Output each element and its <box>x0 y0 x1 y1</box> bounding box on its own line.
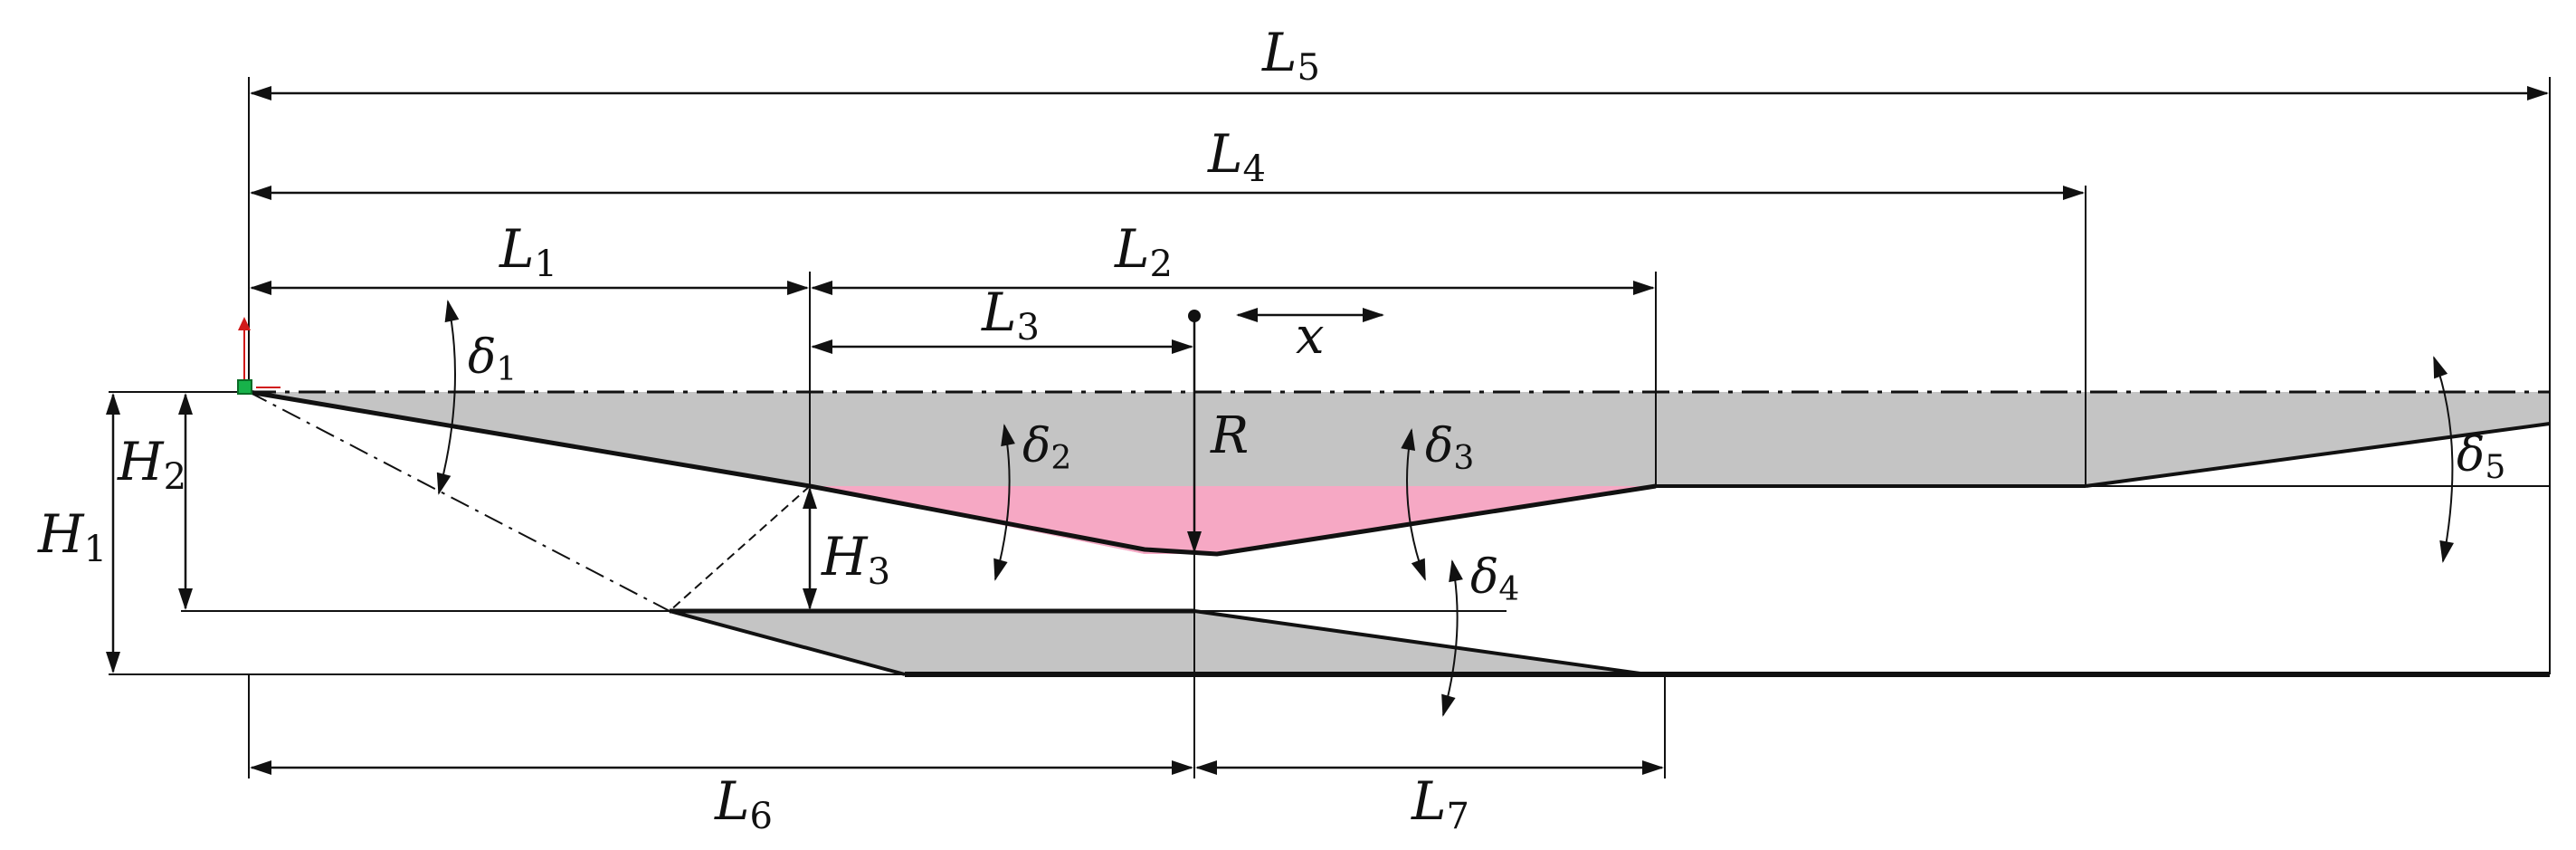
shock-line-2 <box>669 485 811 612</box>
origin-marker <box>237 379 252 395</box>
arc-delta4 <box>1441 559 1463 717</box>
arc-delta3 <box>1401 428 1426 581</box>
label-L7: L7 <box>1411 770 1469 837</box>
label-L5: L5 <box>1261 22 1320 89</box>
label-delta4: δ4 <box>1470 550 1519 608</box>
label-delta5: δ5 <box>2457 428 2505 486</box>
label-delta1: δ1 <box>468 330 517 388</box>
cowl-region <box>670 611 1647 674</box>
label-L3: L3 <box>981 282 1040 349</box>
cowl-lip-slant <box>669 609 906 676</box>
r-center-point <box>1188 310 1201 322</box>
compression-wedge-region <box>810 486 1656 554</box>
origin-y-arrowhead <box>238 317 251 330</box>
labels: L5 L4 L1 L2 L3 L6 L7 H1 H2 H3 δ1 δ2 δ3 δ… <box>37 22 2505 837</box>
label-H3: H3 <box>821 526 890 593</box>
arc-delta5 <box>2433 356 2455 563</box>
shock-line-1 <box>248 391 670 612</box>
arc-delta1 <box>436 300 460 495</box>
label-x: x <box>1296 307 1325 366</box>
arc-delta2 <box>993 424 1015 581</box>
label-L4: L4 <box>1207 123 1266 190</box>
dimension-lines <box>106 86 2549 775</box>
geometry-lines <box>109 77 2551 677</box>
cowl-inner-slant <box>1193 609 1648 676</box>
exit-ramp-line <box>2085 422 2551 488</box>
label-delta2: δ2 <box>1022 419 1071 477</box>
angle-arcs <box>436 300 2455 717</box>
label-L2: L2 <box>1114 218 1173 285</box>
label-R: R <box>1210 406 1249 465</box>
label-delta3: δ3 <box>1425 419 1474 477</box>
label-L1: L1 <box>499 218 557 285</box>
label-L6: L6 <box>714 770 773 837</box>
label-H1: H1 <box>37 503 107 570</box>
label-H2: H2 <box>117 431 186 498</box>
upper-ramp-region <box>249 392 2550 554</box>
ramp-contour <box>248 389 1657 557</box>
